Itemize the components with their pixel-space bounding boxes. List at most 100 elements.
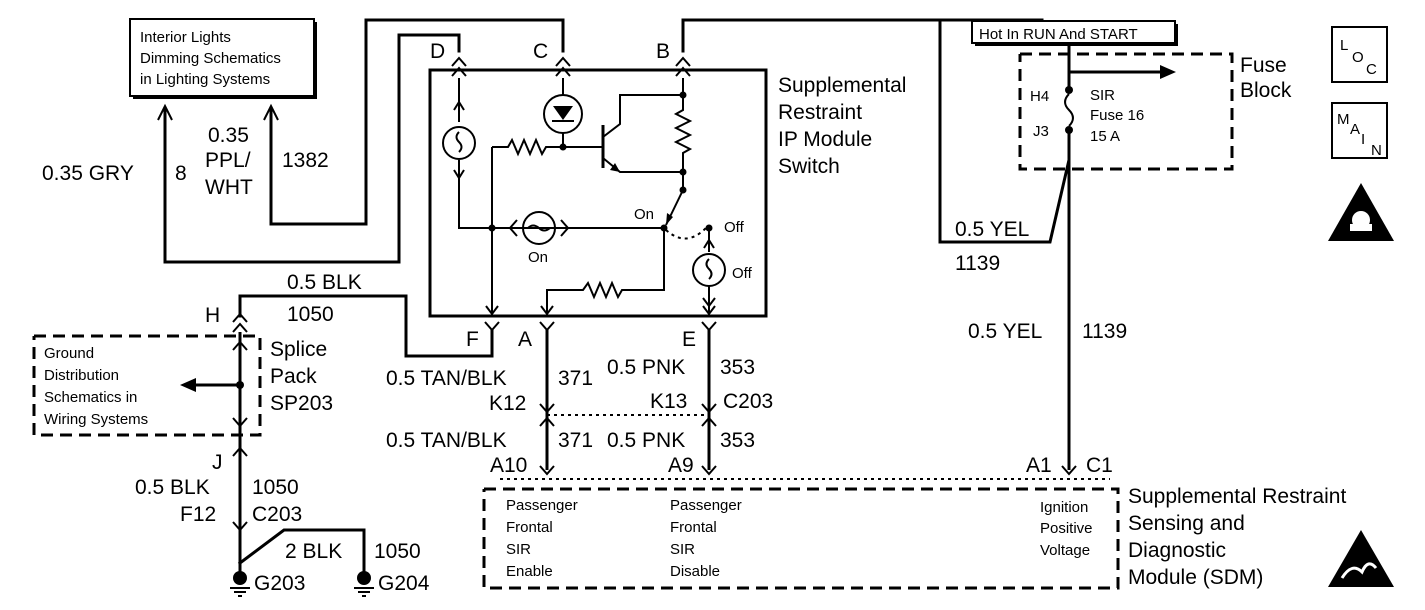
fuse-term-h4: H4 bbox=[1030, 88, 1049, 105]
splice-pack[interactable]: Ground Distribution Schematics in Wiring… bbox=[32, 332, 262, 437]
ppl-wire-line-2: PPL/ bbox=[205, 149, 251, 172]
switch-on-label: On bbox=[634, 206, 654, 223]
connector-a9: A9 bbox=[668, 454, 694, 477]
blk-lower-label: 0.5 BLK bbox=[135, 476, 210, 499]
sdm-title-line-1: Supplemental Restraint bbox=[1128, 485, 1346, 508]
sdm-enable-line-4: Enable bbox=[506, 563, 553, 580]
svg-text:O: O bbox=[1352, 49, 1364, 66]
tan-blk-lower-circuit: 371 bbox=[558, 429, 593, 452]
ppl-wire-line-3: WHT bbox=[205, 176, 253, 199]
interior-lights-line-1: Interior Lights bbox=[140, 29, 231, 46]
sdm-enable-line-3: SIR bbox=[506, 541, 531, 558]
sdm-disable-line-4: Disable bbox=[670, 563, 720, 580]
fuse-term-j3: J3 bbox=[1033, 123, 1049, 140]
pin-e: E bbox=[682, 328, 696, 351]
svg-text:N: N bbox=[1371, 142, 1382, 159]
connector-c1: C1 bbox=[1086, 454, 1113, 477]
fuse-line-1: SIR bbox=[1090, 87, 1115, 104]
pin-f: F bbox=[466, 328, 479, 351]
fuse-block[interactable]: Hot In RUN And START H4 J3 SIR Fuse 16 1… bbox=[971, 20, 1292, 171]
blk-ground-label: 2 BLK bbox=[285, 540, 342, 563]
dimming-wires bbox=[157, 18, 1044, 264]
tan-blk-upper-circuit: 371 bbox=[558, 367, 593, 390]
yel-upper-circuit: 1139 bbox=[955, 252, 1000, 275]
ground-g204-icon bbox=[354, 571, 374, 597]
ground-dist-line-4: Wiring Systems bbox=[44, 411, 148, 428]
svg-text:A: A bbox=[1350, 121, 1360, 138]
splice-pack-line-2: Pack bbox=[270, 365, 317, 388]
fuse-block-title-2: Block bbox=[1240, 79, 1292, 102]
ground-g204-label: G204 bbox=[378, 572, 430, 595]
ip-module-switch[interactable]: On Off On Off bbox=[428, 56, 768, 332]
svg-text:M: M bbox=[1337, 111, 1350, 128]
sdm-enable-line-1: Passenger bbox=[506, 497, 578, 514]
sdm-disable-line-3: SIR bbox=[670, 541, 695, 558]
yel-upper-label: 0.5 YEL bbox=[955, 218, 1029, 241]
connector-j: J bbox=[212, 451, 223, 474]
sdm-ignition-line-2: Positive bbox=[1040, 520, 1093, 537]
lamp-off-label: Off bbox=[732, 265, 753, 282]
switch-title-line-1: Supplemental bbox=[778, 74, 906, 97]
ground-dist-line-2: Distribution bbox=[44, 367, 119, 384]
loc-icon[interactable]: L O C bbox=[1331, 26, 1388, 83]
sdm-title-line-4: Module (SDM) bbox=[1128, 566, 1263, 589]
svg-text:I: I bbox=[1361, 131, 1365, 148]
connector-h: H bbox=[205, 304, 220, 327]
fuse-line-3: 15 A bbox=[1090, 128, 1120, 145]
ground-dist-line-1: Ground bbox=[44, 345, 94, 362]
pnk-lower-circuit: 353 bbox=[720, 429, 755, 452]
connector-a10: A10 bbox=[490, 454, 527, 477]
airbag-warning-icon bbox=[1328, 183, 1394, 241]
tan-blk-upper-label: 0.5 TAN/BLK bbox=[386, 367, 507, 390]
svg-text:C: C bbox=[1366, 61, 1377, 78]
pnk-upper-label: 0.5 PNK bbox=[607, 356, 685, 379]
fuse-line-2: Fuse 16 bbox=[1090, 107, 1144, 124]
pin-d: D bbox=[430, 40, 445, 63]
blk-ground-circuit: 1050 bbox=[374, 540, 421, 563]
interior-lights-line-3: in Lighting Systems bbox=[140, 71, 270, 88]
pnk-upper-circuit: 353 bbox=[720, 356, 755, 379]
sdm-disable-line-2: Frontal bbox=[670, 519, 717, 536]
switch-title-line-4: Switch bbox=[778, 155, 840, 178]
interior-lights-line-2: Dimming Schematics bbox=[140, 50, 281, 67]
sdm-ignition-line-3: Voltage bbox=[1040, 542, 1090, 559]
splice-pack-line-3: SP203 bbox=[270, 392, 333, 415]
sdm-title-line-2: Sensing and bbox=[1128, 512, 1245, 535]
ground-dist-line-3: Schematics in bbox=[44, 389, 137, 406]
connector-a1: A1 bbox=[1026, 454, 1052, 477]
connector-c203-lower: C203 bbox=[252, 503, 302, 526]
interior-lights-reference[interactable]: Interior Lights Dimming Schematics in Li… bbox=[129, 18, 317, 99]
ppl-wire-line-1: 0.35 bbox=[208, 124, 249, 147]
pin-b: B bbox=[656, 40, 670, 63]
connector-c203: C203 bbox=[723, 390, 773, 413]
sdm-title-line-3: Diagnostic bbox=[1128, 539, 1226, 562]
svg-text:L: L bbox=[1340, 37, 1348, 54]
switch-title-line-2: Restraint bbox=[778, 101, 862, 124]
sdm-module[interactable]: Passenger Frontal SIR Enable Passenger F… bbox=[482, 487, 1120, 590]
connector-k12: K12 bbox=[489, 392, 526, 415]
lamp-on-label: On bbox=[528, 249, 548, 266]
yel-lower-label: 0.5 YEL bbox=[968, 320, 1042, 343]
yel-lower-circuit: 1139 bbox=[1082, 320, 1127, 343]
sdm-disable-line-1: Passenger bbox=[670, 497, 742, 514]
pin-a: A bbox=[518, 328, 532, 351]
blk-top-label: 0.5 BLK bbox=[287, 271, 362, 294]
main-icon[interactable]: M A I N bbox=[1331, 102, 1388, 159]
ground-g203-label: G203 bbox=[254, 572, 305, 595]
tan-blk-lower-label: 0.5 TAN/BLK bbox=[386, 429, 507, 452]
hot-in-run-label: Hot In RUN And START bbox=[979, 26, 1138, 43]
switch-title-line-3: IP Module bbox=[778, 128, 872, 151]
sdm-enable-line-2: Frontal bbox=[506, 519, 553, 536]
blk-top-circuit: 1050 bbox=[287, 303, 334, 326]
connector-k13: K13 bbox=[650, 390, 687, 413]
pin-c: C bbox=[533, 40, 548, 63]
ppl-circuit-label: 1382 bbox=[282, 149, 329, 172]
esd-warning-icon bbox=[1328, 530, 1394, 587]
fuse-block-title-1: Fuse bbox=[1240, 54, 1287, 77]
sdm-ignition-line-1: Ignition bbox=[1040, 499, 1088, 516]
ground-g203-icon bbox=[230, 571, 250, 597]
blk-lower-circuit: 1050 bbox=[252, 476, 299, 499]
splice-pack-line-1: Splice bbox=[270, 338, 327, 361]
gry-wire-label: 0.35 GRY bbox=[42, 162, 134, 185]
